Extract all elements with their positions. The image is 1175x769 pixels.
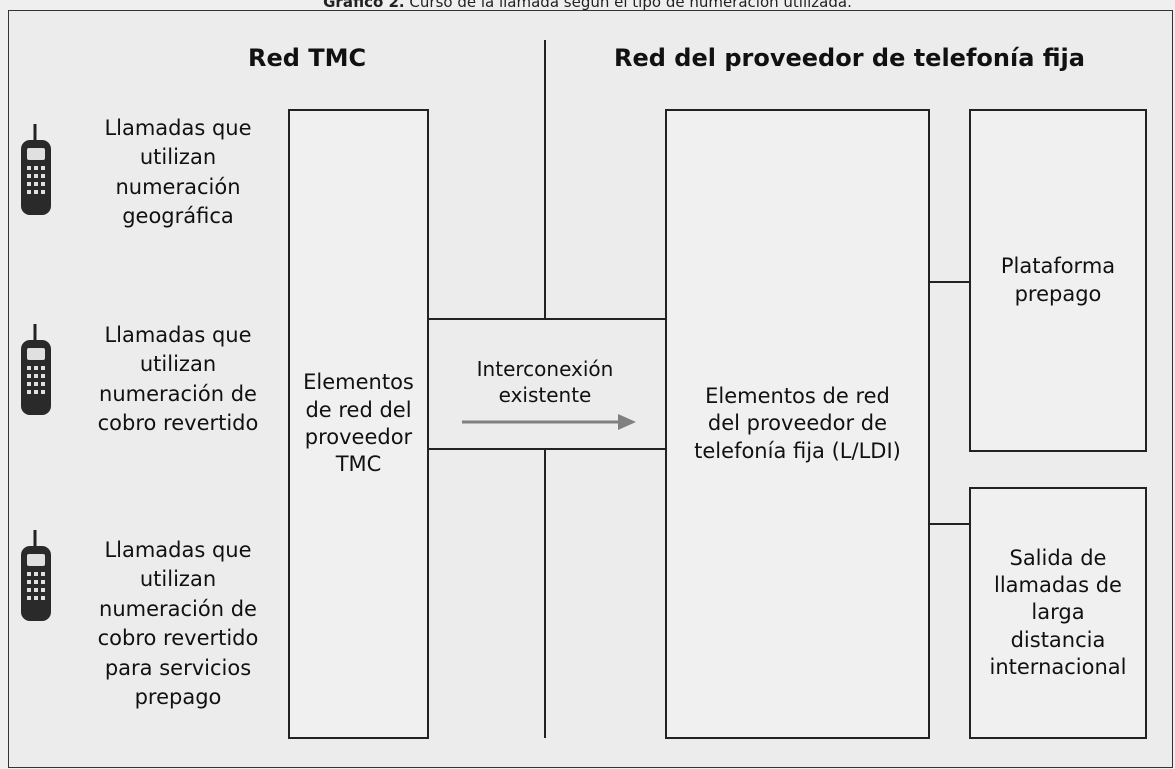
- box-prepaid-platform: Plataforma prepago: [969, 109, 1147, 452]
- caption-prefix: Gráfico 2.: [323, 0, 405, 11]
- arrow-right-icon: [462, 414, 636, 430]
- box-tmc-network-elements: Elementos de red del proveedor TMC: [288, 109, 429, 739]
- mobile-phone-icon: [21, 324, 51, 415]
- heading-red-fixed-provider: Red del proveedor de telefonía fija: [614, 44, 1085, 72]
- connector-prepaid: [929, 281, 970, 283]
- call-geographic-label: Llamadas que utilizan numeración geográf…: [104, 116, 252, 229]
- figure-caption: Gráfico 2. Curso de la llamada según el …: [0, 0, 1175, 11]
- mobile-phone-icon: [21, 124, 51, 215]
- call-reverse-charge-prepaid-label: Llamadas que utilizan numeración de cobr…: [97, 538, 259, 709]
- heading-red-tmc: Red TMC: [248, 44, 367, 72]
- box-international-exit: Salida de llamadas de larga distancia in…: [969, 487, 1147, 739]
- mobile-phone-icon: [21, 530, 51, 621]
- caption-text: Curso de la llamada según el tipo de num…: [409, 0, 852, 11]
- divider-line-top: [544, 40, 546, 320]
- interconnection-line-top: [428, 318, 666, 320]
- interconnection-label: Interconexión existente: [476, 357, 614, 407]
- box-fixed-provider-elements: Elementos de red del proveedor de telefo…: [665, 109, 930, 739]
- call-reverse-charge-label: Llamadas que utilizan numeración de cobr…: [97, 323, 259, 436]
- connector-international: [929, 523, 970, 525]
- interconnection-line-bottom: [428, 448, 666, 450]
- divider-line-bottom: [544, 448, 546, 738]
